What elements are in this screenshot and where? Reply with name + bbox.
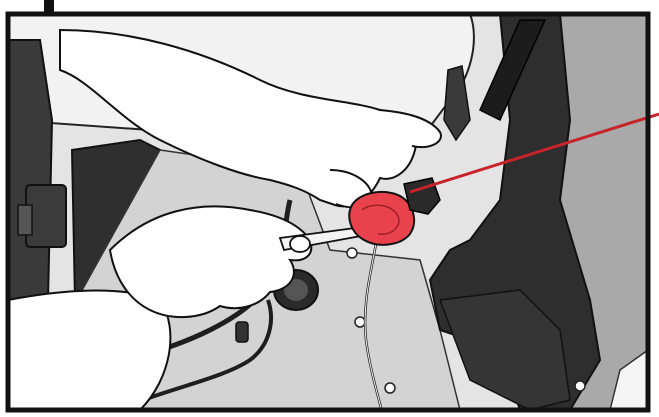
grommet-hole-inner: [284, 279, 308, 301]
post-fastener: [235, 321, 249, 343]
pillar-bracket: [443, 65, 471, 142]
lower-trim-piece: [438, 289, 571, 411]
red-plug: [348, 190, 416, 246]
stud-fastener: [346, 247, 358, 259]
upper-hand-finger: [379, 109, 442, 148]
red-plug-rim: [361, 204, 400, 235]
frame-border: [5, 11, 651, 413]
trim-tool-handle: [289, 235, 311, 253]
stud-fastener: [354, 316, 366, 328]
cable-core: [364, 231, 383, 413]
frame-corner-tab: [44, 0, 54, 14]
stud-fastener: [384, 382, 396, 394]
callout-line: [409, 112, 659, 194]
trim-screw: [574, 380, 586, 392]
black-clip: [403, 177, 441, 215]
upper-gloved-hand: [59, 28, 418, 208]
connector-clip: [17, 204, 33, 236]
wiring-harness-branch: [119, 299, 273, 412]
belt-webbing: [479, 19, 547, 122]
lower-gloved-hand: [108, 205, 313, 319]
